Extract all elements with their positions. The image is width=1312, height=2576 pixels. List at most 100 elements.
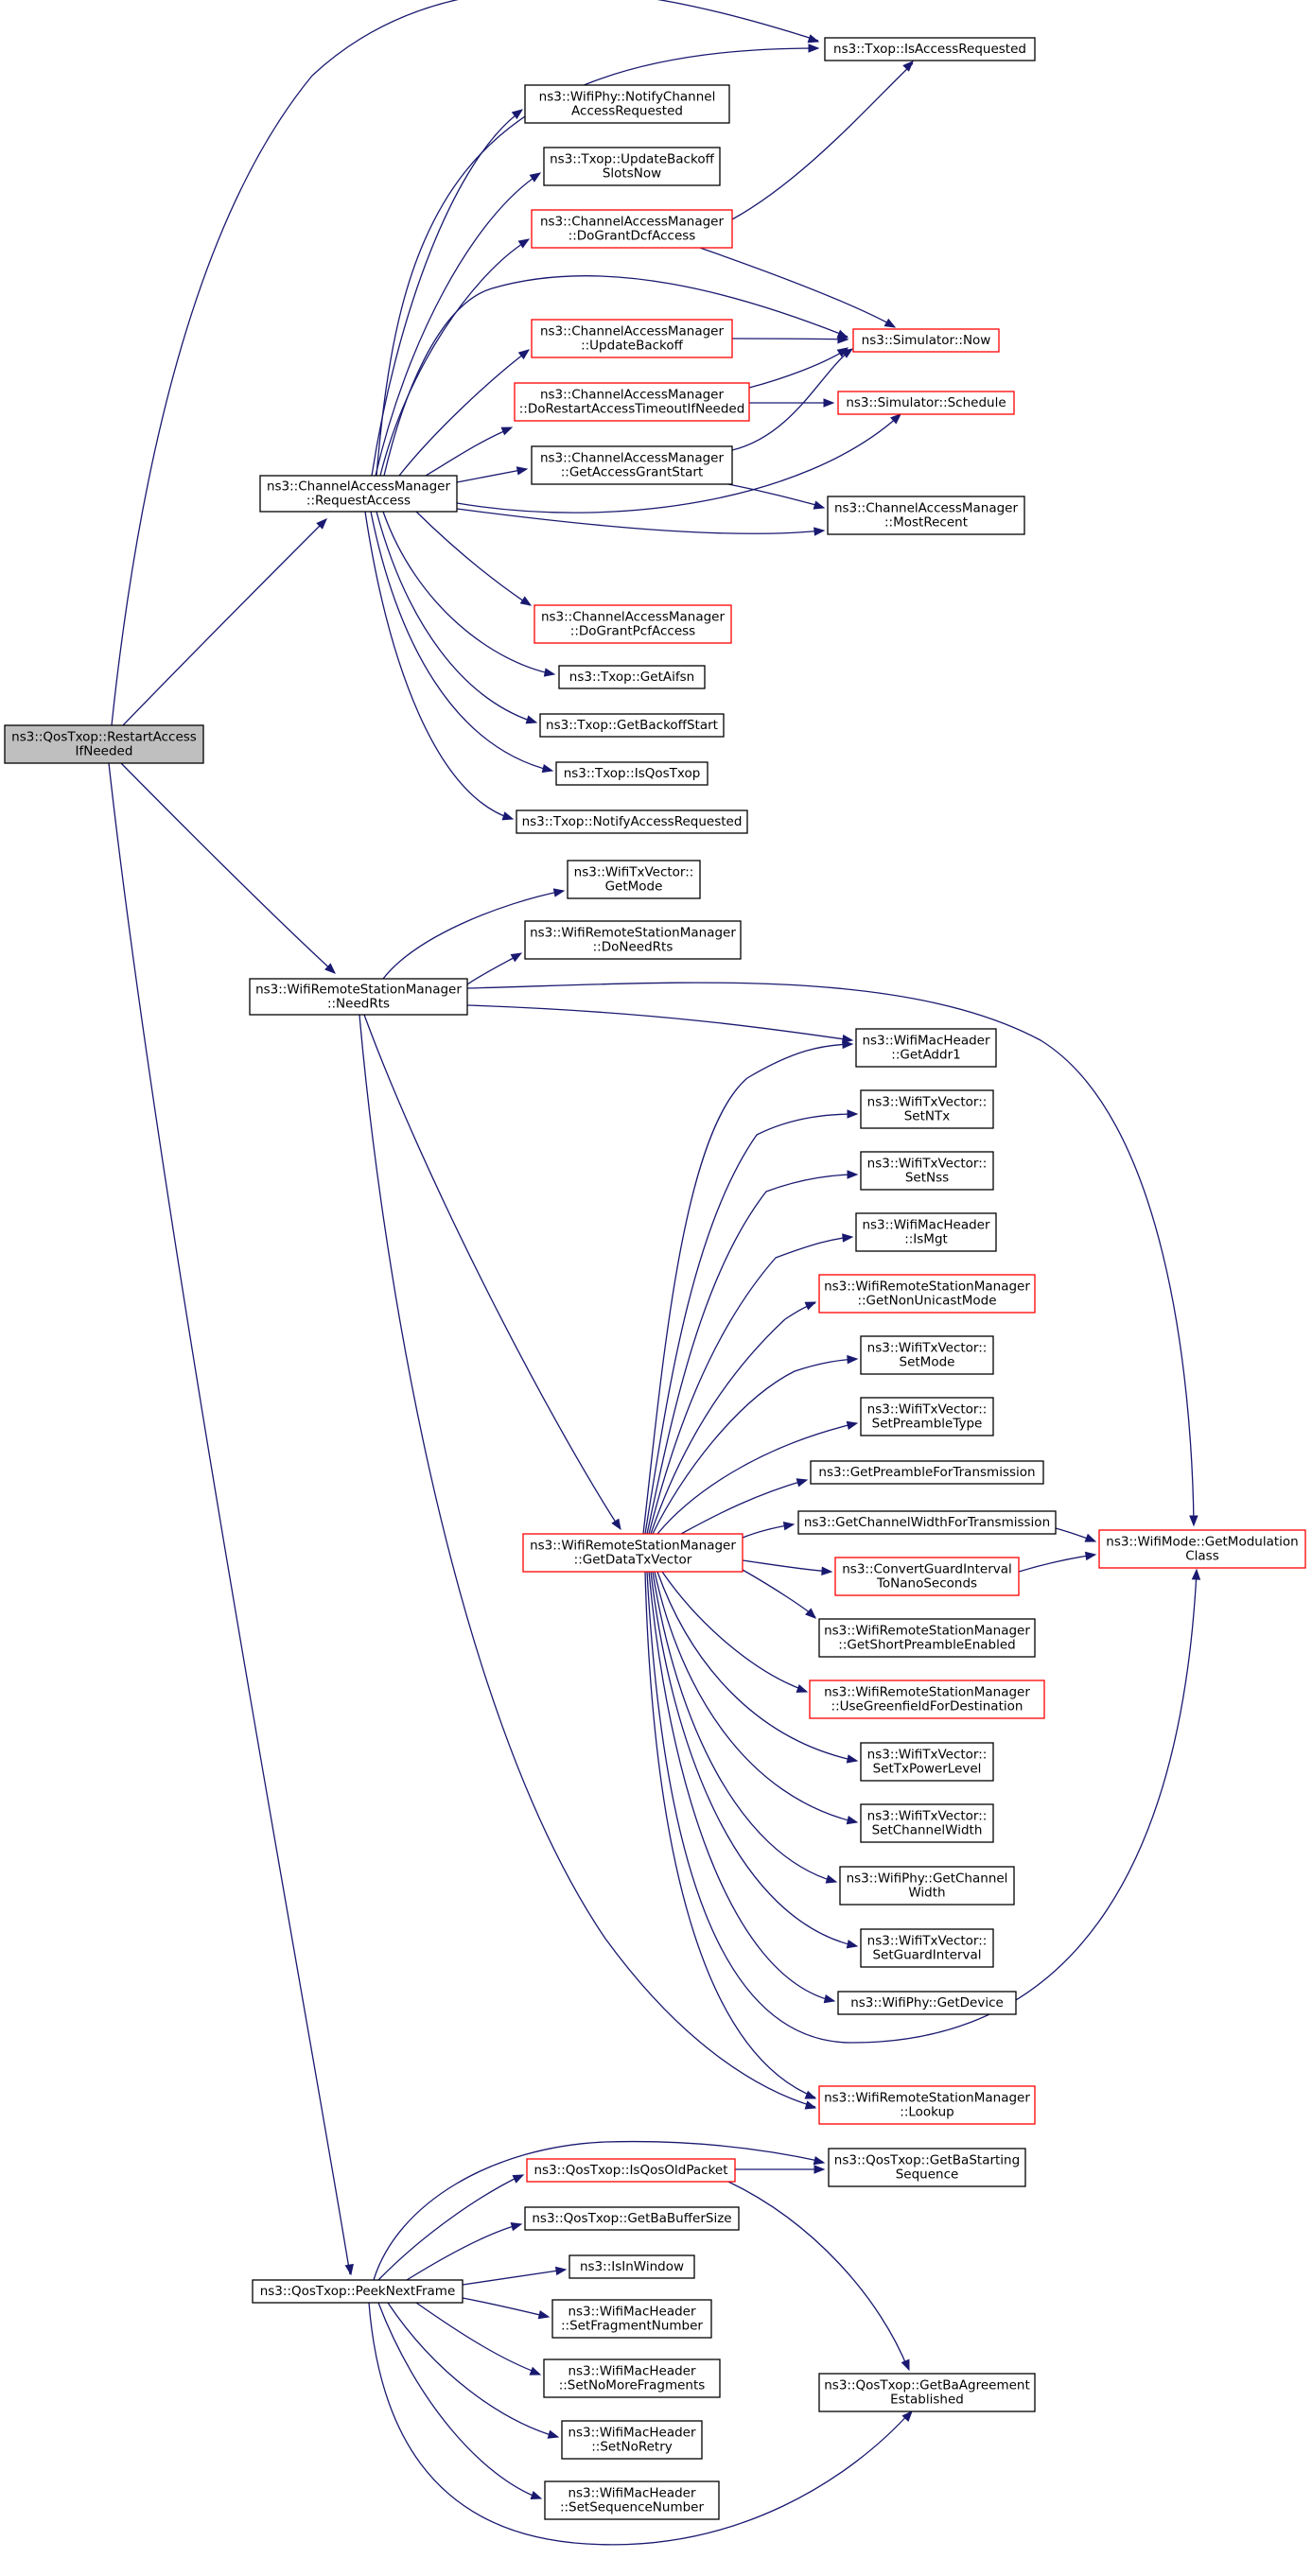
node-box[interactable] xyxy=(824,37,1036,61)
node-cam-dogrant-dcf[interactable]: ns3::ChannelAccessManager::DoGrantDcfAcc… xyxy=(531,209,733,249)
node-box[interactable] xyxy=(855,1028,997,1068)
node-box[interactable] xyxy=(543,2358,721,2398)
node-box[interactable] xyxy=(860,1089,994,1129)
node-box[interactable] xyxy=(797,1510,1057,1535)
node-box[interactable] xyxy=(543,147,721,186)
node-mac-setnoretry[interactable]: ns3::WifiMacHeader::SetNoRetry xyxy=(561,2420,703,2460)
node-phy-notify[interactable]: ns3::WifiPhy::NotifyChannelAccessRequest… xyxy=(524,84,730,124)
node-box[interactable] xyxy=(818,2373,1036,2412)
node-mac-setfrag[interactable]: ns3::WifiMacHeader::SetFragmentNumber xyxy=(551,2299,712,2339)
node-phy-getdevice[interactable]: ns3::WifiPhy::GetDevice xyxy=(837,1991,1017,2015)
node-mac-setseq[interactable]: ns3::WifiMacHeader::SetSequenceNumber xyxy=(544,2480,720,2520)
node-box[interactable] xyxy=(531,319,733,358)
node-box[interactable] xyxy=(569,2254,695,2279)
node-box[interactable] xyxy=(516,809,748,834)
node-box[interactable] xyxy=(834,1557,1020,1596)
node-txop-notifyacc[interactable]: ns3::Txop::NotifyAccessRequested xyxy=(516,809,748,834)
node-box[interactable] xyxy=(860,1335,994,1375)
node-qos-peek[interactable]: ns3::QosTxop::PeekNextFrame xyxy=(252,2279,464,2304)
node-box[interactable] xyxy=(526,2158,736,2183)
node-rsm-needrts[interactable]: ns3::WifiRemoteStationManager::NeedRts xyxy=(249,978,468,1016)
node-box[interactable] xyxy=(524,84,730,124)
node-txv-setgi[interactable]: ns3::WifiTxVector::SetGuardInterval xyxy=(860,1928,994,1968)
node-rsm-getnonunicast[interactable]: ns3::WifiRemoteStationManager::GetNonUni… xyxy=(818,1274,1036,1314)
node-box[interactable] xyxy=(837,391,1015,415)
node-box[interactable] xyxy=(818,2085,1036,2125)
node-box[interactable] xyxy=(524,2206,740,2231)
node-box[interactable] xyxy=(809,1680,1045,1719)
node-box[interactable] xyxy=(818,1274,1036,1314)
node-box[interactable] xyxy=(531,209,733,249)
node-mac-ismgt[interactable]: ns3::WifiMacHeader::IsMgt xyxy=(855,1212,997,1252)
node-rsm-usegreen[interactable]: ns3::WifiRemoteStationManager::UseGreenf… xyxy=(809,1680,1045,1719)
node-box[interactable] xyxy=(818,1618,1036,1658)
node-rsm-getshortpre[interactable]: ns3::WifiRemoteStationManager::GetShortP… xyxy=(818,1618,1036,1658)
node-box[interactable] xyxy=(561,2420,703,2460)
node-txv-getmode[interactable]: ns3::WifiTxVector::GetMode xyxy=(567,860,701,899)
node-box[interactable] xyxy=(4,724,204,764)
node-box[interactable] xyxy=(839,1866,1015,1906)
node-txv-setntx[interactable]: ns3::WifiTxVector::SetNTx xyxy=(860,1089,994,1129)
node-cam-mostrecent[interactable]: ns3::ChannelAccessManager::MostRecent xyxy=(827,496,1025,535)
node-sim-schedule[interactable]: ns3::Simulator::Schedule xyxy=(837,391,1015,415)
node-txv-setnss[interactable]: ns3::WifiTxVector::SetNss xyxy=(860,1151,994,1191)
node-box[interactable] xyxy=(860,1397,994,1436)
node-box[interactable] xyxy=(259,475,458,513)
node-box[interactable] xyxy=(852,328,1000,353)
node-rsm-getdatatx[interactable]: ns3::WifiRemoteStationManager::GetDataTx… xyxy=(522,1533,743,1573)
node-txop-getbackoffstart[interactable]: ns3::Txop::GetBackoffStart xyxy=(539,713,725,738)
node-box[interactable] xyxy=(514,382,750,422)
node-sim-now[interactable]: ns3::Simulator::Now xyxy=(852,328,1000,353)
node-txv-settxpower[interactable]: ns3::WifiTxVector::SetTxPowerLevel xyxy=(860,1742,994,1782)
node-qos-isqosold[interactable]: ns3::QosTxop::IsQosOldPacket xyxy=(526,2158,736,2183)
node-box[interactable] xyxy=(539,713,725,738)
node-cam-getgrant[interactable]: ns3::ChannelAccessManager::GetAccessGran… xyxy=(531,445,733,485)
node-box[interactable] xyxy=(252,2279,464,2304)
node-box[interactable] xyxy=(555,761,708,786)
node-box[interactable] xyxy=(828,2148,1026,2187)
node-getpreamble[interactable]: ns3::GetPreambleForTransmission xyxy=(810,1460,1044,1485)
node-box[interactable] xyxy=(837,1991,1017,2015)
node-cam-dorestart[interactable]: ns3::ChannelAccessManager::DoRestartAcce… xyxy=(514,382,750,422)
node-box[interactable] xyxy=(534,604,732,644)
node-box[interactable] xyxy=(810,1460,1044,1485)
node-getchanwidth[interactable]: ns3::GetChannelWidthForTransmission xyxy=(797,1510,1057,1535)
node-txop-isaccreq[interactable]: ns3::Txop::IsAccessRequested xyxy=(824,37,1036,61)
node-box[interactable] xyxy=(544,2480,720,2520)
node-txop-getaifsn[interactable]: ns3::Txop::GetAifsn xyxy=(558,665,706,689)
node-rsm-lookup[interactable]: ns3::WifiRemoteStationManager::Lookup xyxy=(818,2085,1036,2125)
node-txop-isqos[interactable]: ns3::Txop::IsQosTxop xyxy=(555,761,708,786)
node-box[interactable] xyxy=(827,496,1025,535)
node-box[interactable] xyxy=(860,1742,994,1782)
node-box[interactable] xyxy=(558,665,706,689)
node-cam-dogrant-pcf[interactable]: ns3::ChannelAccessManager::DoGrantPcfAcc… xyxy=(534,604,732,644)
node-box[interactable] xyxy=(522,1533,743,1573)
node-box[interactable] xyxy=(855,1212,997,1252)
node-cam-ra[interactable]: ns3::ChannelAccessManager::RequestAccess xyxy=(259,475,458,513)
node-box[interactable] xyxy=(531,445,733,485)
node-box[interactable] xyxy=(860,1928,994,1968)
node-txv-setpreamble[interactable]: ns3::WifiTxVector::SetPreambleType xyxy=(860,1397,994,1436)
node-rsm-doneedrts[interactable]: ns3::WifiRemoteStationManager::DoNeedRts xyxy=(524,920,742,960)
node-cam-updbackoff[interactable]: ns3::ChannelAccessManager::UpdateBackoff xyxy=(531,319,733,358)
node-txv-setmode[interactable]: ns3::WifiTxVector::SetMode xyxy=(860,1335,994,1375)
node-mac-getaddr1[interactable]: ns3::WifiMacHeader::GetAddr1 xyxy=(855,1028,997,1068)
node-box[interactable] xyxy=(249,978,468,1016)
node-box[interactable] xyxy=(860,1151,994,1191)
node-qos-getbabuf[interactable]: ns3::QosTxop::GetBaBufferSize xyxy=(524,2206,740,2231)
node-box[interactable] xyxy=(860,1803,994,1843)
node-box[interactable] xyxy=(524,920,742,960)
node-txv-setchanwidth[interactable]: ns3::WifiTxVector::SetChannelWidth xyxy=(860,1803,994,1843)
node-mac-setnomore[interactable]: ns3::WifiMacHeader::SetNoMoreFragments xyxy=(543,2358,721,2398)
node-box[interactable] xyxy=(1098,1529,1306,1569)
node-box[interactable] xyxy=(551,2299,712,2339)
node-box[interactable] xyxy=(567,860,701,899)
node-phy-getchanwidth[interactable]: ns3::WifiPhy::GetChannelWidth xyxy=(839,1866,1015,1906)
node-isinwindow[interactable]: ns3::IsInWindow xyxy=(569,2254,695,2279)
